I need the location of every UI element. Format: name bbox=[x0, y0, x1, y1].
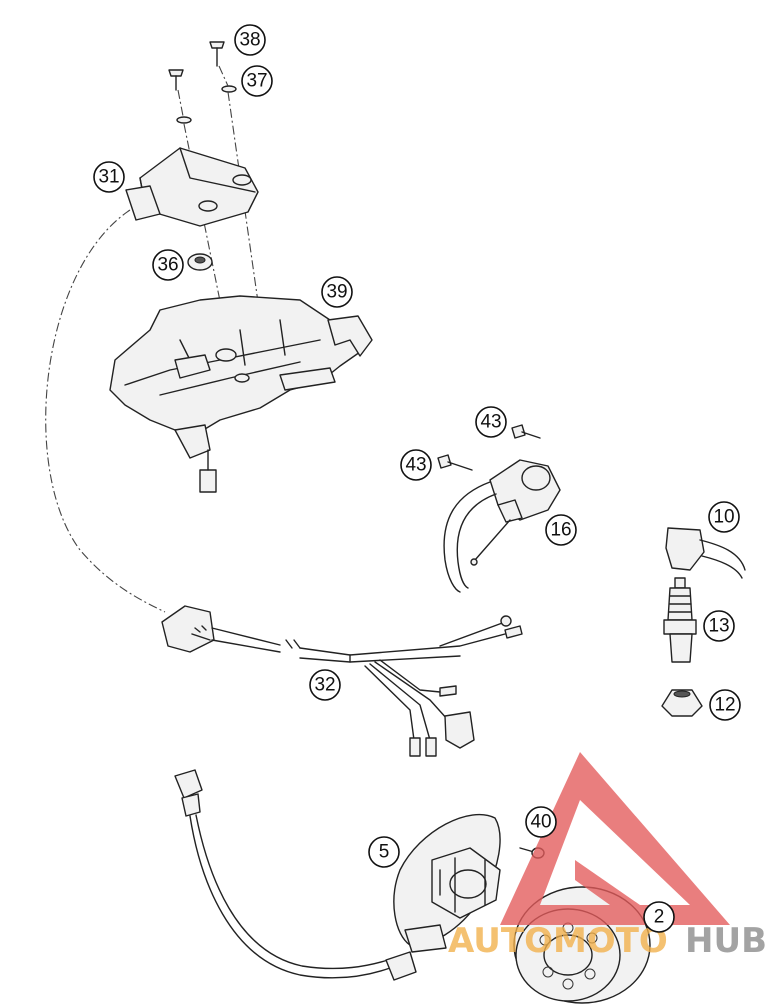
callout-label: 10 bbox=[713, 507, 734, 528]
watermark-text-hub: HUB bbox=[685, 921, 767, 961]
watermark-logo: AUTOMOTO HUB bbox=[448, 752, 767, 961]
screw-43-top bbox=[511, 424, 541, 439]
callout-label: 32 bbox=[314, 675, 335, 696]
callout-label: 5 bbox=[379, 842, 390, 863]
connection-path bbox=[45, 209, 166, 613]
callout-40: 40 bbox=[525, 806, 557, 838]
callout-label: 38 bbox=[239, 30, 260, 51]
callout-label: 43 bbox=[405, 455, 426, 476]
spark-plug-13 bbox=[663, 577, 697, 663]
washer-37 bbox=[221, 85, 237, 93]
callout-12: 12 bbox=[709, 689, 741, 721]
callout-label: 2 bbox=[654, 907, 665, 928]
callout-10: 10 bbox=[708, 501, 740, 533]
callout-label: 36 bbox=[157, 255, 178, 276]
screw-38 bbox=[209, 41, 225, 67]
callout-43-top: 43 bbox=[475, 406, 507, 438]
callout-16: 16 bbox=[545, 514, 577, 546]
callout-38: 38 bbox=[234, 24, 266, 56]
callout-31: 31 bbox=[93, 161, 125, 193]
grommet-36 bbox=[187, 253, 213, 271]
callout-2: 2 bbox=[643, 901, 675, 933]
stator-cable bbox=[174, 769, 417, 981]
callout-5: 5 bbox=[368, 836, 400, 868]
callout-label: 16 bbox=[550, 520, 571, 541]
ignition-coil-16 bbox=[443, 459, 561, 593]
callout-label: 12 bbox=[714, 695, 735, 716]
triangle-logo-icon bbox=[500, 752, 730, 925]
bracket-39 bbox=[109, 295, 373, 493]
callout-label: 13 bbox=[708, 616, 729, 637]
callout-label: 39 bbox=[326, 282, 347, 303]
callout-43-left: 43 bbox=[400, 449, 432, 481]
callout-label: 43 bbox=[480, 412, 501, 433]
callout-32: 32 bbox=[309, 669, 341, 701]
screw-43-left bbox=[437, 454, 473, 471]
watermark-text-automoto: AUTOMOTO bbox=[448, 921, 668, 961]
callout-39: 39 bbox=[321, 276, 353, 308]
callout-label: 40 bbox=[530, 812, 551, 833]
callout-label: 31 bbox=[98, 167, 119, 188]
grommet-12 bbox=[661, 689, 703, 717]
callout-13: 13 bbox=[703, 610, 735, 642]
wiring-harness-32 bbox=[161, 605, 523, 757]
screw-left bbox=[168, 69, 184, 91]
washer-left bbox=[176, 116, 192, 124]
cdi-unit-31 bbox=[125, 147, 259, 227]
callout-label: 37 bbox=[246, 71, 267, 92]
callout-37: 37 bbox=[241, 65, 273, 97]
callout-36: 36 bbox=[152, 249, 184, 281]
spark-plug-cap-10 bbox=[665, 527, 746, 579]
stator-5 bbox=[393, 813, 501, 953]
